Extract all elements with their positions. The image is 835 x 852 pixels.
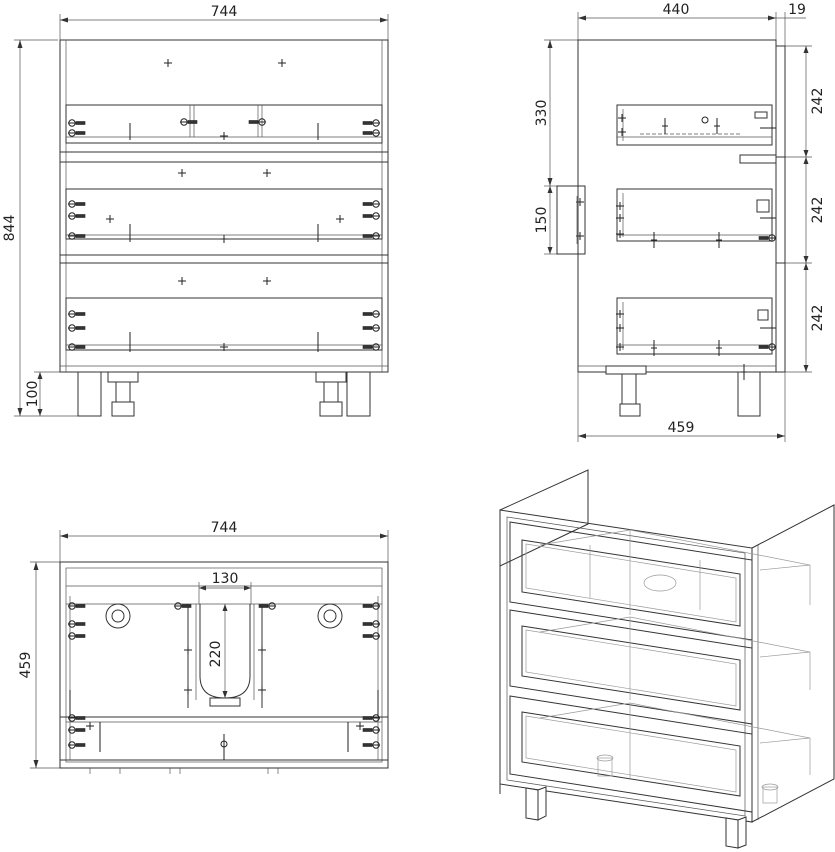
top-cutout-width-label: 130 <box>212 571 239 587</box>
front-drawer-2 <box>65 188 383 244</box>
top-view: 744 459 <box>18 520 389 774</box>
side-drawer-3 <box>615 297 777 357</box>
front-leg-height-dimension: 100 <box>25 371 60 416</box>
side-top-offset-label: 330 <box>534 100 550 127</box>
side-drawer-height-2: 242 <box>810 197 826 224</box>
side-drawer-height-3: 242 <box>810 305 826 332</box>
front-view: 744 844 100 <box>2 4 389 417</box>
front-drawer-3 <box>65 297 383 352</box>
front-leg-height-label: 100 <box>25 381 41 408</box>
front-height-label: 844 <box>2 215 18 242</box>
side-left-dimensions: 330 150 <box>534 39 578 255</box>
side-legs <box>605 363 761 417</box>
side-overall-depth-dimension: 459 <box>577 372 786 442</box>
top-depth-label: 459 <box>18 652 34 679</box>
side-overall-depth-label: 459 <box>668 420 695 436</box>
side-carcass <box>577 39 786 373</box>
side-depth-dimension: 440 19 <box>577 2 806 46</box>
isometric-legs <box>525 786 747 849</box>
front-height-dimension: 844 <box>2 39 78 417</box>
side-drawer-1 <box>616 104 777 164</box>
isometric-view <box>499 469 835 849</box>
side-rail-profile <box>556 185 586 255</box>
top-cutout-depth-label: 220 <box>208 641 224 668</box>
top-width-label: 744 <box>211 520 238 536</box>
top-width-dimension: 744 <box>59 520 389 562</box>
top-cutout: 130 220 <box>173 571 277 708</box>
top-leg-adjusters <box>105 603 343 629</box>
top-front-strips <box>89 768 279 774</box>
side-drawer-2 <box>615 188 777 249</box>
front-width-dimension: 744 <box>59 4 389 40</box>
front-legs <box>77 371 371 417</box>
side-drawer-height-dimensions: 242 242 242 <box>785 45 826 373</box>
side-view: 440 19 242 242 242 330 150 <box>534 2 826 442</box>
side-rail-height-label: 150 <box>534 207 550 234</box>
front-width-label: 744 <box>211 4 238 20</box>
front-carcass <box>59 39 389 373</box>
side-depth-label: 440 <box>663 2 690 18</box>
side-drawer-height-1: 242 <box>810 88 826 115</box>
top-depth-dimension: 459 <box>18 561 60 769</box>
front-drawer-1 <box>65 104 383 144</box>
top-side-fittings <box>67 602 381 760</box>
side-front-thickness-label: 19 <box>788 2 806 18</box>
